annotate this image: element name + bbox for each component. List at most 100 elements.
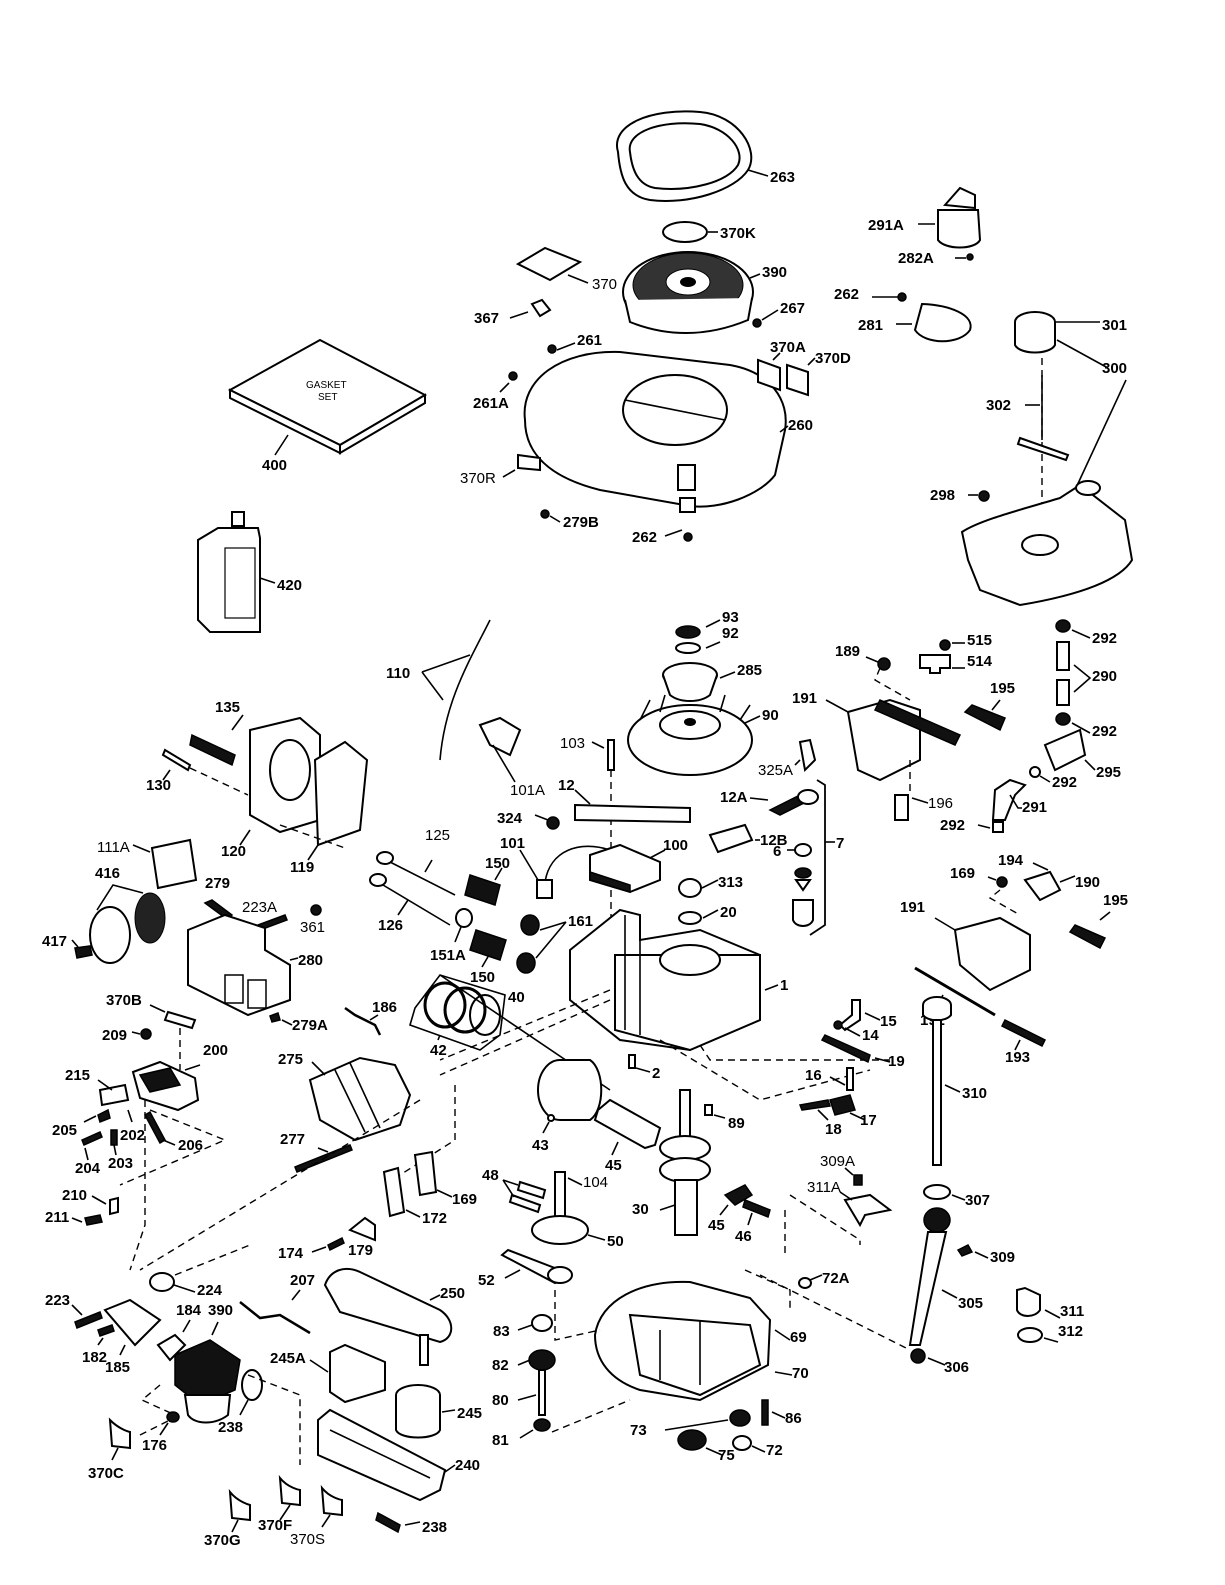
label-45b: 45 [708,1217,725,1234]
air-cleaner-body-280 [187,913,291,1017]
bracket-179 [348,1216,376,1242]
label-151A: 151A [430,947,466,964]
fill-tube-305 [908,1207,951,1346]
label-309: 309 [990,1249,1015,1266]
label-69: 69 [790,1329,807,1346]
air-filter-245 [395,1384,441,1439]
label-110: 110 [386,665,410,682]
label-292c: 292 [1052,774,1077,791]
label-223: 223 [45,1292,70,1309]
label-16: 16 [805,1067,822,1084]
crankshaft-30 [659,1089,711,1236]
label-307: 307 [965,1192,990,1209]
decal-370D [786,363,809,397]
label-6: 6 [773,843,781,860]
label-93: 93 [722,609,739,626]
clip-43 [547,1114,555,1122]
screw-204 [81,1130,103,1147]
label-202: 202 [120,1127,145,1144]
adapter-185 [103,1298,162,1347]
label-262: 262 [632,529,657,546]
cap-45 [723,1184,754,1206]
seal-73 [729,1409,751,1427]
retainer-151A [455,908,473,928]
label-82: 82 [492,1357,509,1374]
muffler-275 [308,1056,412,1142]
label-1: 1 [780,977,788,994]
label-186: 186 [372,999,397,1016]
label-367: 367 [474,310,499,327]
screw-279B [540,509,550,519]
clamp-292-mid [1055,712,1071,726]
label-263: 263 [770,169,795,186]
ignition-module-100 [589,843,661,894]
label-239: 238 [218,1419,243,1436]
valve-part [794,867,812,879]
label-275: 275 [278,1051,303,1068]
label-135: 135 [215,699,240,716]
label-200: 200 [203,1042,228,1059]
label-370: 370 [592,276,617,293]
part-313 [678,878,702,898]
gasket-224 [149,1272,175,1292]
gasket-set-text-line2: SET [318,392,337,403]
label-42: 42 [430,1042,447,1059]
needle-206 [144,1110,166,1145]
terminal-12A [797,789,819,805]
nut-14 [833,1020,843,1030]
label-101: 101 [500,835,525,852]
label-72A: 72A [822,1270,850,1287]
label-40: 40 [508,989,525,1006]
label-101A: 101A [510,782,545,799]
label-46: 46 [735,1228,752,1245]
label-73: 73 [630,1422,647,1439]
bracket-281 [913,302,972,343]
label-298: 298 [930,487,955,504]
label-196: 196 [928,795,953,812]
label-211: 211 [45,1209,69,1226]
label-324: 324 [497,810,523,827]
label-417: 417 [42,933,67,950]
label-70: 70 [792,1365,809,1382]
screw-176 [166,1411,180,1423]
label-260: 260 [788,417,813,434]
decal-370A [757,358,781,392]
flywheel-90 [627,694,753,776]
label-126: 126 [378,917,403,934]
plug-83 [531,1314,553,1332]
label-184: 184 [176,1302,202,1319]
label-370R: 370R [460,470,496,487]
label-370F: 370F [258,1517,292,1534]
lever-16 [846,1067,854,1091]
air-filter-base-240 [317,1408,447,1502]
tube-12 [574,803,691,824]
label-290: 290 [1092,668,1117,685]
label-361: 361 [300,919,325,936]
label-240: 240 [455,1457,480,1474]
pin-89 [704,1104,713,1116]
label-161: 161 [568,913,593,930]
label-194: 194 [998,852,1024,869]
shield-370C [108,1417,131,1450]
label-12: 12 [558,777,575,794]
gasket-184 [156,1333,187,1362]
seal-72A [798,1277,812,1289]
label-370A: 370A [770,339,806,356]
recoil-starter-390 [622,251,754,334]
label-292b: 292 [1092,723,1117,740]
gear-82 [528,1349,556,1371]
label-12A: 12A [720,789,748,806]
oil-bottle-420 [197,511,261,633]
cylinder-head-120 [249,716,321,834]
spark-plug-wire-101 [544,845,611,883]
part-205 [97,1108,111,1124]
ground-wire-110 [439,619,491,761]
label-203: 203 [108,1155,133,1172]
seal-161-top [520,914,540,936]
spring-19 [820,1034,871,1064]
label-400: 400 [262,457,287,474]
seal-307 [923,1184,951,1200]
screw-182 [97,1324,115,1337]
label-279A: 279A [292,1017,328,1034]
cylinder-block-1 [569,908,761,1052]
